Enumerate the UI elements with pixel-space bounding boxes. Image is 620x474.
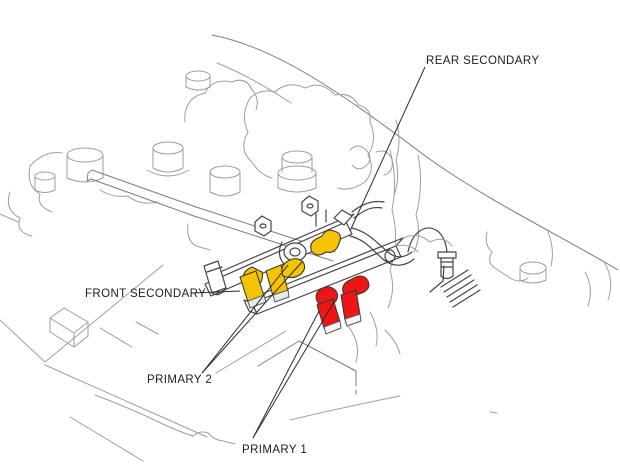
hood-line — [211, 34, 619, 271]
label-primary-2: PRIMARY 2 — [147, 374, 212, 386]
intake-plenum — [243, 84, 422, 309]
label-front-secondary: FRONT SECONDARY — [85, 288, 206, 300]
valve-cover-left — [0, 70, 258, 237]
primary1-leader-line-2 — [252, 301, 335, 439]
right-engine-mass — [485, 231, 612, 414]
fuel-hoses — [349, 200, 419, 266]
mounting-tabs — [254, 195, 353, 237]
leader-lines — [191, 66, 426, 439]
primary2-connectors — [265, 258, 306, 303]
fuel-rail-assembly — [203, 195, 419, 315]
label-rear-secondary: REAR SECONDARY — [426, 55, 539, 67]
label-primary-1: PRIMARY 1 — [242, 444, 307, 456]
callout-labels: REAR SECONDARY FRONT SECONDARY PRIMARY 2… — [85, 55, 539, 456]
rib-hatching — [440, 269, 481, 308]
rear-secondary-connector — [310, 229, 341, 256]
primary1-connectors — [315, 275, 370, 335]
front-secondary-leader-line — [191, 290, 241, 294]
injector-plain — [203, 260, 227, 296]
sensor-and-wiring — [399, 227, 481, 308]
primary1-leader-line-1 — [252, 310, 320, 439]
engine-line-art — [0, 34, 619, 462]
intake-manifold-caps — [146, 141, 317, 197]
front-secondary-connector — [239, 266, 267, 309]
engine-block-lines — [0, 223, 401, 462]
primary2-leader-line-2 — [201, 261, 303, 374]
rear-secondary-leader-line — [349, 66, 426, 232]
primary2-leader-line-1 — [201, 264, 289, 374]
